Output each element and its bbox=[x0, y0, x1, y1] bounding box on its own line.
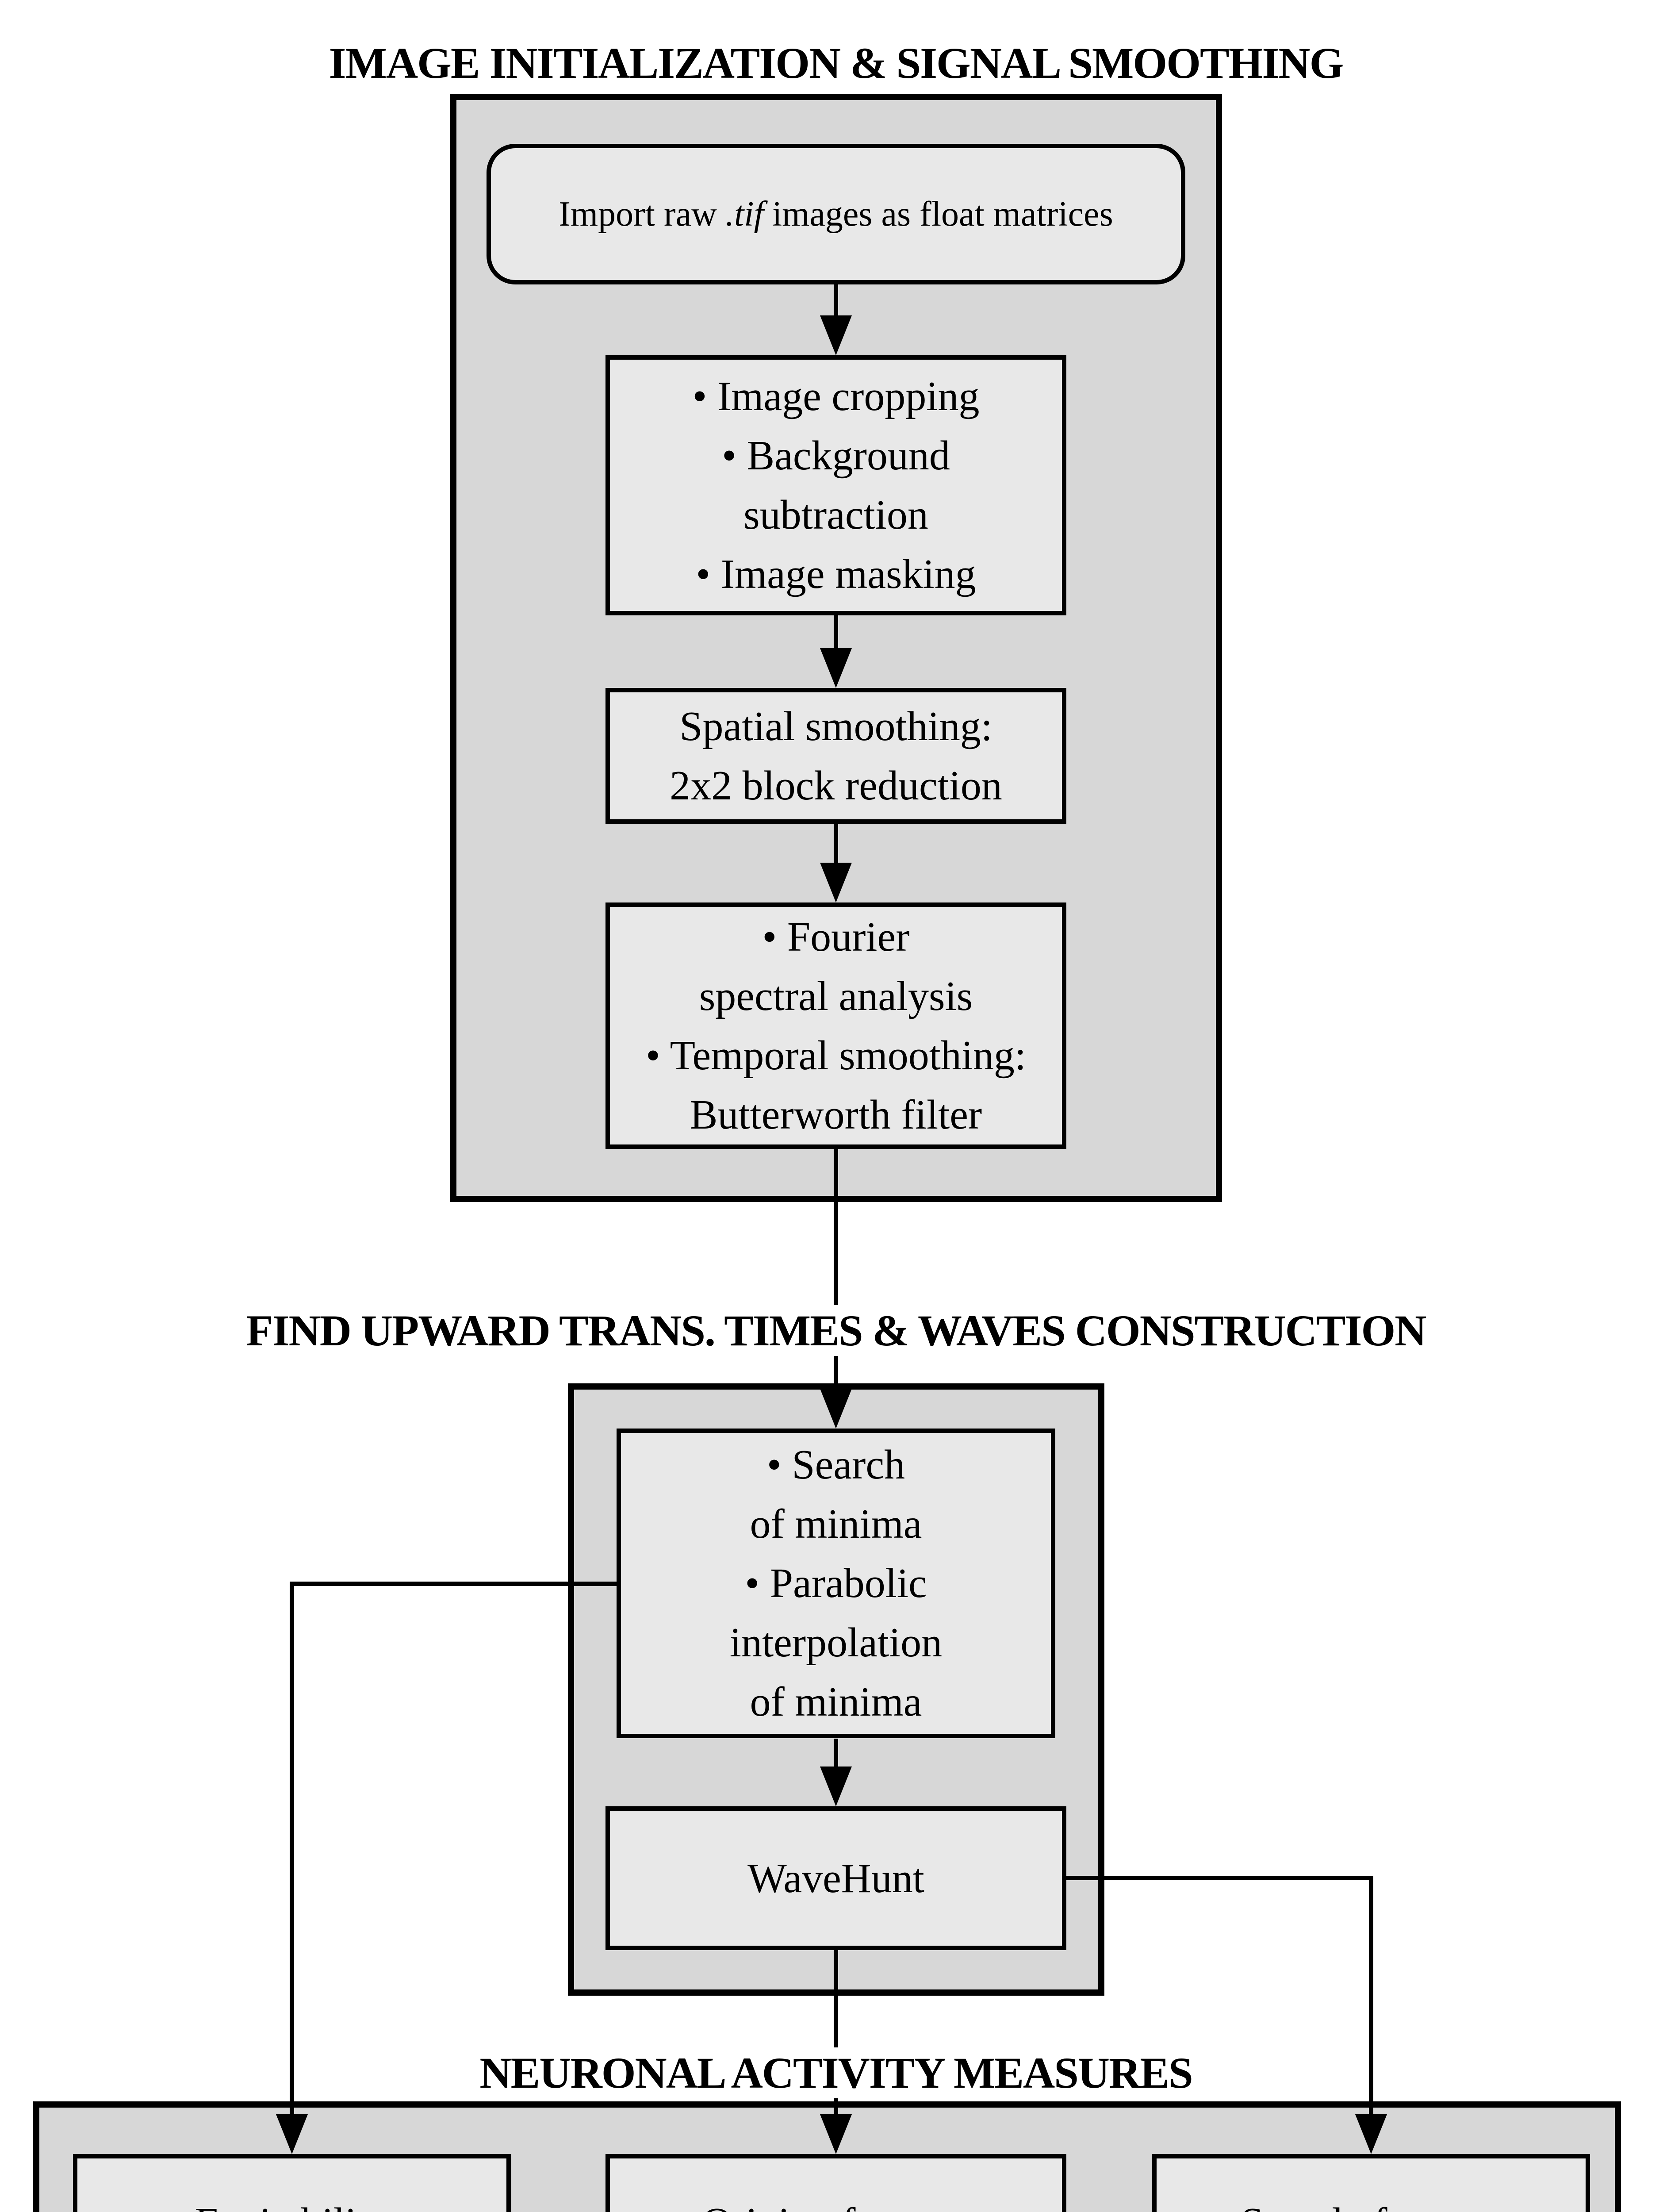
excitability-label: Excitability bbox=[195, 2193, 389, 2212]
connector-spatial-to-fourier bbox=[834, 824, 838, 867]
fourier-line: • Temporal smoothing: bbox=[645, 1032, 1027, 1079]
arrowhead-minima bbox=[820, 1389, 852, 1429]
node-minima-search: • Search of minima • Parabolic interpola… bbox=[617, 1429, 1055, 1738]
wavehunt-label: WaveHunt bbox=[747, 1855, 924, 1901]
preprocessing-line: subtraction bbox=[743, 492, 928, 538]
node-preprocessing: • Image cropping • Background subtractio… bbox=[605, 355, 1066, 615]
arrowhead-spatial bbox=[820, 648, 852, 688]
connector-minima-to-excitability bbox=[290, 1582, 294, 2119]
node-wavehunt: WaveHunt bbox=[605, 1806, 1066, 1950]
node-excitability: Excitability bbox=[73, 2154, 511, 2212]
connector-wavehunt-branch-horizontal bbox=[1064, 1876, 1373, 1880]
fourier-line: Butterworth filter bbox=[690, 1091, 982, 1138]
connector-wavehunt-to-origin bbox=[834, 1950, 838, 2119]
minima-line: of minima bbox=[750, 1679, 922, 1725]
arrowhead-wavehunt bbox=[820, 1767, 852, 1806]
node-spatial-smoothing: Spatial smoothing: 2x2 block reduction bbox=[605, 688, 1066, 824]
speed-of-waves-label: Speed of waves bbox=[1241, 2193, 1502, 2212]
origin-of-waves-label: Origin of waves bbox=[702, 2193, 970, 2212]
node-origin-of-waves: Origin of waves bbox=[605, 2154, 1066, 2212]
preprocessing-line: • Image masking bbox=[696, 551, 976, 597]
arrowhead-fourier bbox=[820, 863, 852, 902]
preprocessing-line: • Image cropping bbox=[692, 373, 980, 419]
import-label-post: images as float matrices bbox=[772, 195, 1113, 234]
arrowhead-preprocessing bbox=[820, 315, 852, 355]
import-label-pre: Import raw bbox=[559, 195, 717, 234]
section-title-activity-measures: NEURONAL ACTIVITY MEASURES bbox=[468, 2047, 1203, 2098]
fourier-line: • Fourier bbox=[762, 914, 910, 960]
section-title-transition-times: FIND UPWARD TRANS. TIMES & WAVES CONSTRU… bbox=[235, 1305, 1437, 1356]
node-fourier-temporal: • Fourier spectral analysis • Temporal s… bbox=[605, 902, 1066, 1149]
minima-line: of minima bbox=[750, 1501, 922, 1547]
minima-line: • Search bbox=[766, 1442, 905, 1488]
preprocessing-line: • Background bbox=[722, 433, 950, 479]
node-speed-of-waves: Speed of waves bbox=[1152, 2154, 1590, 2212]
arrowhead-origin bbox=[820, 2114, 852, 2154]
arrowhead-excitability bbox=[276, 2114, 308, 2154]
connector-fourier-to-minima bbox=[834, 1149, 838, 1393]
connector-preprocessing-to-spatial bbox=[834, 615, 838, 653]
spatial-line: Spatial smoothing: bbox=[679, 703, 992, 749]
minima-line: interpolation bbox=[729, 1620, 943, 1666]
connector-minima-branch-horizontal bbox=[290, 1582, 619, 1586]
connector-wavehunt-to-speed bbox=[1369, 1876, 1373, 2119]
fourier-line: spectral analysis bbox=[699, 973, 973, 1019]
import-label-tif: .tif bbox=[725, 195, 764, 234]
connector-minima-to-wavehunt bbox=[834, 1739, 838, 1771]
minima-line: • Parabolic bbox=[745, 1560, 927, 1606]
connector-import-to-preprocessing bbox=[834, 284, 838, 320]
arrowhead-speed bbox=[1355, 2114, 1387, 2154]
section-title-image-initialization: IMAGE INITIALIZATION & SIGNAL SMOOTHING bbox=[318, 38, 1354, 88]
spatial-line: 2x2 block reduction bbox=[670, 762, 1002, 809]
